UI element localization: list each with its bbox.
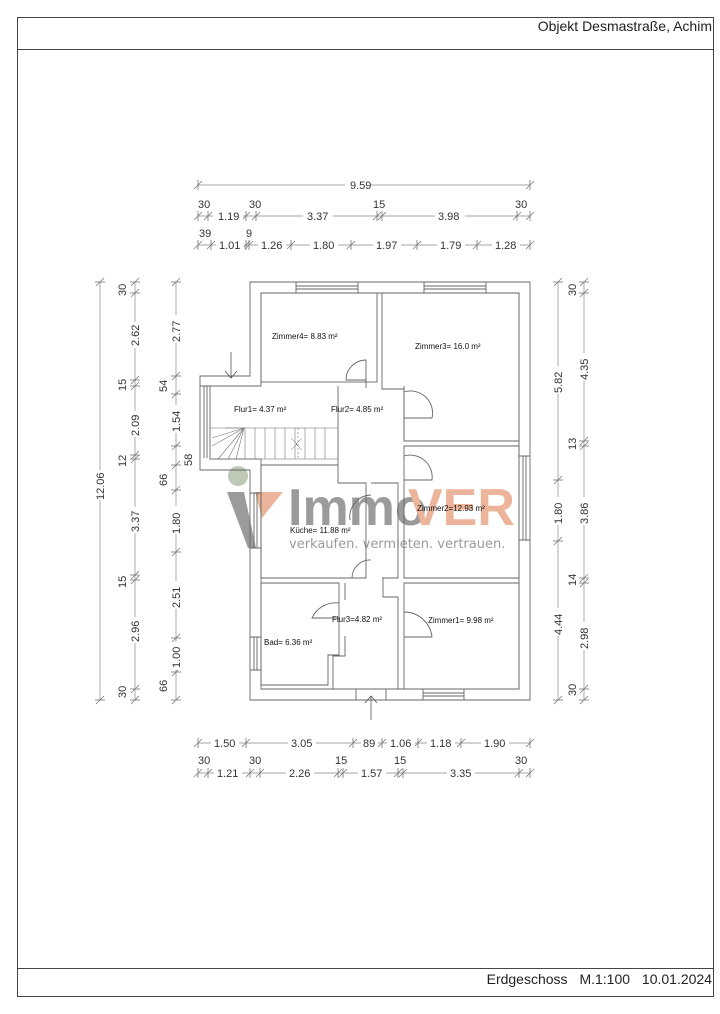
room-label-zimmer1: Zimmer1= 9.98 m² (428, 616, 494, 625)
dim-left-r2-1: 2.62 (130, 325, 142, 346)
dim-top-r2-0: 1.19 (218, 211, 239, 223)
dim-left-total: 12.06 (95, 472, 107, 500)
dim-bottom-r1-5: 1.90 (484, 738, 505, 750)
dim-top-r2-s3: 30 (515, 199, 527, 211)
dim-top-r3-4: 1.79 (440, 240, 461, 252)
dim-right-r1-0: 5.82 (553, 372, 565, 393)
dim-top-r3-5: 1.28 (495, 240, 516, 252)
logo-v-right-icon (255, 492, 283, 518)
dim-left-r2-6: 15 (117, 576, 129, 588)
dim-left-r2-7: 2.96 (130, 621, 142, 642)
dim-bottom-r2-3: 3.35 (450, 768, 471, 780)
dim-bottom-r2-0: 1.21 (217, 768, 238, 780)
entry-arrow-top-icon (224, 352, 238, 379)
immover-watermark: Immo VER verkaufen. vermieten. vertrauen… (227, 466, 515, 552)
room-label-flur2: Flur2= 4.85 m² (331, 405, 384, 414)
dim-left-r3-7: 1.00 (171, 647, 183, 668)
dim-left-r3-5: 1.80 (171, 513, 183, 534)
footer-divider (17, 968, 714, 969)
dim-bottom-r1-3: 1.06 (390, 738, 411, 750)
dim-bottom-r1-2: 89 (363, 738, 375, 750)
dim-right-r2-5: 2.98 (579, 628, 591, 649)
dim-left-r2-4: 12 (117, 455, 129, 467)
entry-arrow-bottom-icon (364, 695, 378, 720)
dim-bottom-r2-s1: 30 (249, 755, 261, 767)
dim-left-r2-0: 30 (117, 284, 129, 296)
dim-right-r2-1: 4.35 (579, 359, 591, 380)
dim-top-r3-s0: 39 (199, 228, 211, 240)
room-labels: Zimmer4= 8.83 m² Zimmer3= 16.0 m² Flur1=… (234, 332, 494, 647)
dim-top-total: 9.59 (350, 180, 371, 192)
dim-bottom-r2-2: 1.57 (361, 768, 382, 780)
room-label-bad: Bad= 6.36 m² (264, 638, 313, 647)
floor-label: Erdgeschoss (486, 971, 568, 987)
date-label: 10.01.2024 (641, 971, 712, 987)
header-divider (17, 49, 714, 50)
dim-right-r1-1: 1.80 (553, 503, 565, 524)
dim-right-r2-0: 30 (567, 284, 579, 296)
room-label-flur1: Flur1= 4.37 m² (234, 405, 287, 414)
dim-right-r2-3: 3.86 (579, 503, 591, 524)
dim-left-r2-5: 3.37 (130, 511, 142, 532)
dim-left-r3-8: 66 (158, 680, 170, 692)
dim-left-r3-0: 2.77 (171, 321, 183, 342)
scale-label: M.1:100 (579, 971, 631, 987)
dim-left-r2-8: 30 (117, 686, 129, 698)
dim-top-r3-3: 1.97 (376, 240, 397, 252)
dimensions-bottom: 1.50 3.05 89 1.06 1.18 1.90 30 30 15 15 … (193, 736, 535, 780)
project-title: Objekt Desmastraße, Achim (537, 18, 712, 34)
staircase (209, 427, 339, 460)
dim-bottom-r1-1: 3.05 (291, 738, 312, 750)
dim-right-r2-6: 30 (567, 684, 579, 696)
dim-right-r2-4: 14 (567, 574, 579, 586)
dim-left-r3-4: 66 (158, 474, 170, 486)
dim-bottom-r1-0: 1.50 (214, 738, 235, 750)
dimensions-top: 9.59 30 30 15 30 1.19 3.37 3.98 39 9 1.0… (193, 178, 535, 252)
room-label-zimmer2: Zimmer2=12.93 m² (417, 504, 485, 513)
dim-bottom-r2-s4: 30 (515, 755, 527, 767)
dim-top-r2-s2: 15 (373, 199, 385, 211)
dim-top-r3-s1: 9 (246, 228, 252, 240)
drawing-frame (17, 17, 714, 997)
dim-left-r3-3: 58 (183, 454, 195, 466)
dim-bottom-r1-4: 1.18 (430, 738, 451, 750)
dim-bottom-r2-s0: 30 (198, 755, 210, 767)
dim-top-r2-s1: 30 (249, 199, 261, 211)
dimensions-right: 5.82 1.80 4.44 30 4.35 13 3.86 14 2.98 3… (551, 277, 591, 705)
dim-top-r2-1: 3.37 (307, 211, 328, 223)
dim-left-r2-2: 15 (117, 379, 129, 391)
dim-left-r3-6: 2.51 (171, 587, 183, 608)
watermark-brand-ver: VER (408, 479, 515, 537)
title-block: Erdgeschoss M.1:100 10.01.2024 (479, 971, 712, 987)
dim-top-r3-1: 1.26 (261, 240, 282, 252)
logo-v-left-icon (227, 492, 256, 548)
dim-left-r3-2: 1.54 (171, 411, 183, 432)
dimensions-left: 12.06 30 2.62 15 2.09 12 3.37 15 2.96 30… (93, 277, 195, 705)
watermark-tagline: verkaufen. vermieten. vertrauen. (289, 537, 505, 552)
dim-left-r2-3: 2.09 (130, 415, 142, 436)
room-label-zimmer4: Zimmer4= 8.83 m² (272, 332, 338, 341)
dim-bottom-r2-1: 2.26 (289, 768, 310, 780)
dim-left-r3-1: 54 (158, 380, 170, 392)
dim-bottom-r2-s2: 15 (335, 755, 347, 767)
dim-right-r2-2: 13 (567, 438, 579, 450)
dim-right-r1-2: 4.44 (553, 614, 565, 635)
room-label-flur3: Flur3=4.82 m² (332, 615, 382, 624)
logo-dot-icon (228, 466, 248, 486)
dim-top-r2-s0: 30 (198, 199, 210, 211)
dim-bottom-r2-s3: 15 (394, 755, 406, 767)
dim-top-r3-2: 1.80 (313, 240, 334, 252)
room-label-kueche: Küche= 11.88 m² (290, 526, 351, 535)
room-label-zimmer3: Zimmer3= 16.0 m² (415, 342, 481, 351)
dim-top-r2-2: 3.98 (438, 211, 459, 223)
dim-top-r3-0: 1.01 (219, 240, 240, 252)
